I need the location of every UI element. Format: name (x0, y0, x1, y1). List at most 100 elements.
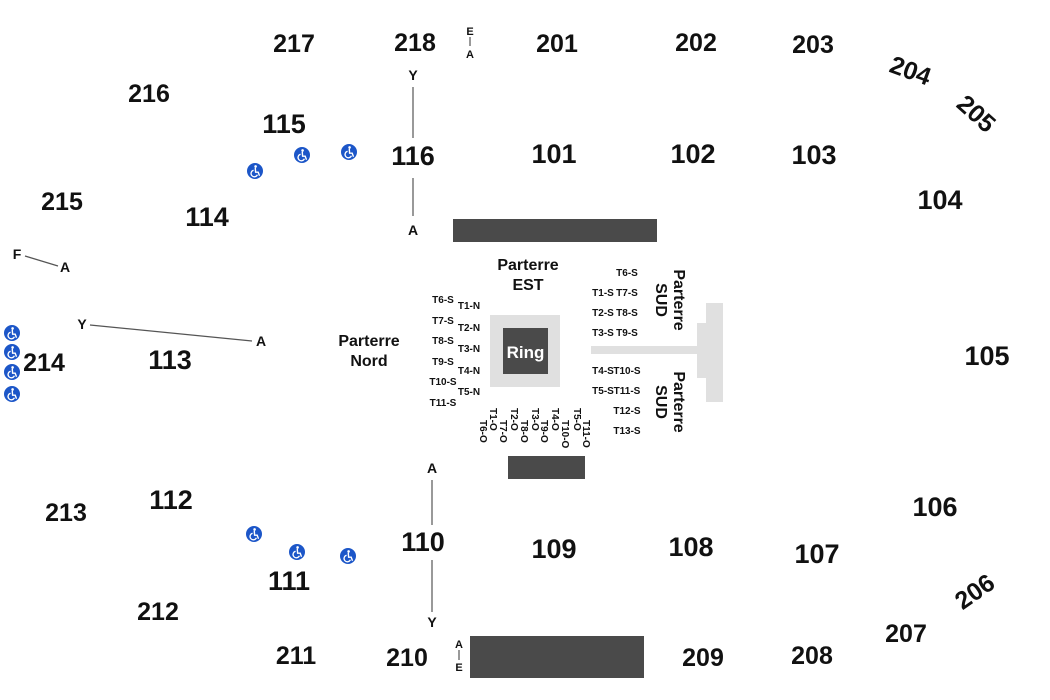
section-104[interactable]: 104 (917, 185, 962, 215)
table[interactable]: T7-S (432, 316, 454, 327)
table[interactable]: T11-O (580, 420, 591, 448)
aisle-letter: Y (408, 67, 418, 83)
section-209[interactable]: 209 (682, 644, 724, 672)
stage-top (453, 219, 657, 242)
table[interactable]: T3-S (592, 328, 614, 339)
table[interactable]: T5-N (458, 387, 480, 398)
table[interactable]: T1-N (458, 301, 480, 312)
table[interactable]: T5-O (571, 408, 582, 431)
parterre-est-line1[interactable]: Parterre (497, 257, 558, 274)
parterre-nord-line2[interactable]: Nord (350, 353, 387, 370)
parterre-est-line2[interactable]: EST (512, 277, 543, 294)
parterre-sud-bottom[interactable]: Parterre SUD (652, 371, 687, 432)
section-112[interactable]: 112 (149, 485, 193, 515)
aisle-letters: Y A E A F A Y A A Y A E (13, 26, 474, 674)
aisle-letter: A (60, 259, 70, 275)
table[interactable]: T6-S (616, 268, 638, 279)
table[interactable]: T8-S (432, 336, 454, 347)
table[interactable]: T5-S (592, 386, 614, 397)
runway (591, 346, 708, 354)
section-215[interactable]: 215 (41, 188, 83, 216)
section-115[interactable]: 115 (262, 109, 306, 139)
section-103[interactable]: 103 (791, 140, 836, 170)
table[interactable]: T2-O (508, 408, 519, 431)
table[interactable]: T10-S (613, 366, 641, 377)
section-107[interactable]: 107 (794, 539, 839, 569)
table[interactable]: T1-S (592, 288, 614, 299)
table[interactable]: T8-O (518, 420, 529, 443)
section-201[interactable]: 201 (536, 30, 578, 58)
wheelchair-icon[interactable] (247, 163, 263, 179)
section-202[interactable]: 202 (675, 29, 717, 57)
section-204[interactable]: 204 (886, 51, 935, 92)
table[interactable]: T1-O (487, 408, 498, 431)
parterre-sud-top[interactable]: Parterre SUD (652, 269, 687, 330)
ring[interactable] (503, 328, 548, 374)
table[interactable]: T12-S (613, 406, 641, 417)
section-218[interactable]: 218 (394, 29, 436, 57)
table[interactable]: T10-O (559, 420, 570, 449)
section-208[interactable]: 208 (791, 642, 833, 670)
aisle-letter: A (427, 460, 437, 476)
table[interactable]: T3-N (458, 344, 480, 355)
table[interactable]: T4-N (458, 366, 480, 377)
parterre-nord-line1[interactable]: Parterre (338, 333, 399, 350)
table[interactable]: T9-S (432, 357, 454, 368)
wheelchair-icon[interactable] (289, 544, 305, 560)
tables-ouest: T1-O T2-O T3-O T4-O T5-O T6-O T7-O T8-O … (477, 408, 591, 449)
table[interactable]: T8-S (616, 308, 638, 319)
section-210[interactable]: 210 (386, 644, 428, 672)
wheelchair-icon[interactable] (4, 364, 20, 380)
section-105[interactable]: 105 (964, 341, 1009, 371)
table[interactable]: T11-S (614, 386, 641, 397)
section-101[interactable]: 101 (531, 139, 576, 169)
table[interactable]: T9-O (538, 420, 549, 443)
table[interactable]: T3-O (529, 408, 540, 431)
section-217[interactable]: 217 (273, 30, 315, 58)
table[interactable]: T2-S (592, 308, 614, 319)
aisle-letter: Y (77, 316, 87, 332)
aisle-letter: E (455, 662, 462, 674)
section-203[interactable]: 203 (792, 31, 834, 59)
section-205[interactable]: 205 (951, 90, 1001, 139)
section-109[interactable]: 109 (531, 534, 576, 564)
table[interactable]: T11-S (430, 398, 457, 409)
section-106[interactable]: 106 (912, 492, 957, 522)
section-214[interactable]: 214 (23, 349, 65, 377)
wheelchair-icon[interactable] (4, 386, 20, 402)
table[interactable]: T4-O (549, 408, 560, 431)
section-216[interactable]: 216 (128, 80, 170, 108)
section-207[interactable]: 207 (885, 620, 927, 648)
wheelchair-icon[interactable] (340, 548, 356, 564)
ring-label: Ring (507, 343, 545, 362)
table[interactable]: T10-S (429, 377, 457, 388)
section-111[interactable]: 111 (268, 566, 310, 596)
table[interactable]: T7-S (616, 288, 638, 299)
wheelchair-icon[interactable] (4, 344, 20, 360)
table[interactable]: T2-N (458, 323, 480, 334)
section-108[interactable]: 108 (668, 532, 713, 562)
table[interactable]: T6-S (432, 295, 454, 306)
table[interactable]: T13-S (613, 426, 641, 437)
table[interactable]: T4-S (592, 366, 614, 377)
section-102[interactable]: 102 (670, 139, 715, 169)
section-212[interactable]: 212 (137, 598, 179, 626)
wheelchair-icon[interactable] (294, 147, 310, 163)
table[interactable]: T7-O (497, 420, 508, 443)
section-211[interactable]: 211 (276, 642, 316, 670)
wheelchair-icon[interactable] (341, 144, 357, 160)
section-213[interactable]: 213 (45, 499, 87, 527)
section-110[interactable]: 110 (401, 527, 445, 557)
section-113[interactable]: 113 (148, 345, 192, 375)
aisle-letter: A (466, 49, 474, 61)
wheelchair-icon[interactable] (4, 325, 20, 341)
table[interactable]: T6-O (477, 420, 488, 443)
parterre-sud-top-line1: Parterre (670, 269, 687, 330)
section-206[interactable]: 206 (950, 569, 1000, 616)
wheelchair-icon[interactable] (246, 526, 262, 542)
table[interactable]: T9-S (616, 328, 638, 339)
section-116[interactable]: 116 (391, 141, 435, 171)
aisle-letter: E (466, 26, 473, 38)
section-114[interactable]: 114 (185, 202, 229, 232)
